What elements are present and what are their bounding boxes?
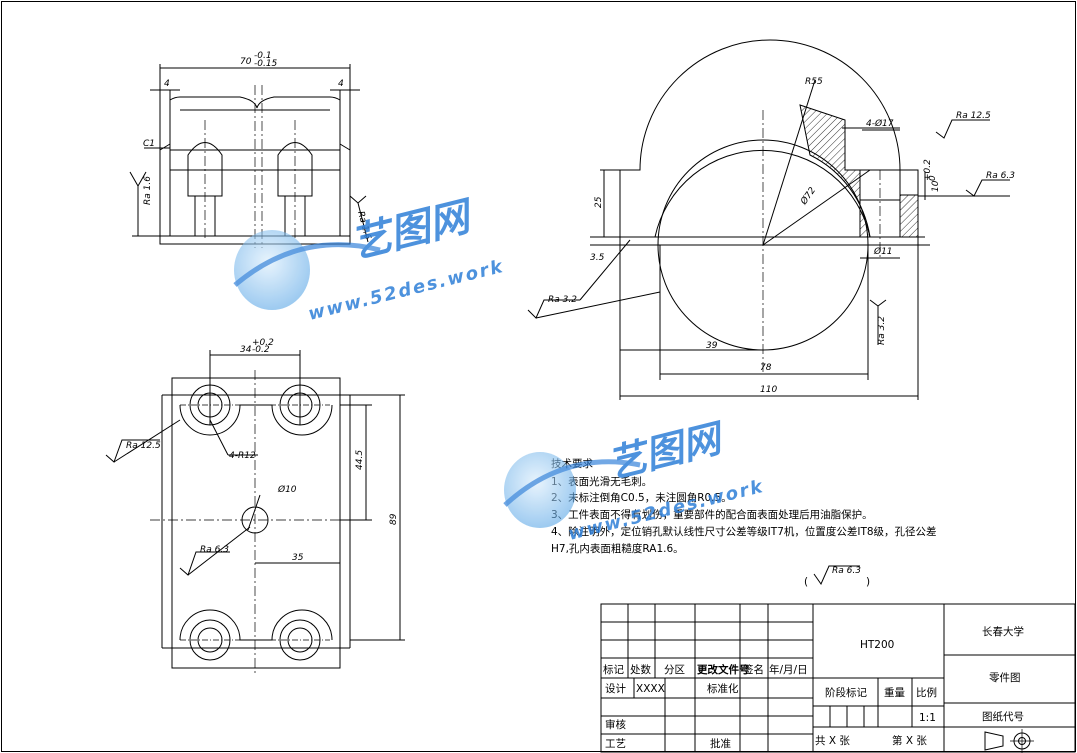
dim-overall-width-tol-upper: -0.1 (254, 51, 272, 61)
top-view (105, 350, 405, 675)
roughness-bottom-left: Ra 3.2 (548, 295, 577, 305)
general-roughness-symbol (813, 565, 860, 586)
roughness-top-left: Ra 12.5 (126, 441, 161, 451)
title-designer: XXXX (636, 683, 665, 695)
dim-110: 110 (760, 385, 777, 395)
roughness-bottom-right: Ra 3.2 (877, 316, 887, 345)
dim-center-hole: Ø10 (277, 484, 297, 495)
general-roughness-value: Ra 6.3 (832, 566, 861, 576)
title-drawing-no-label: 图纸代号 (982, 710, 1024, 723)
svg-text:艺图网: 艺图网 (604, 415, 730, 486)
title-standardize: 标准化 (707, 682, 739, 695)
dim-depth-10: 10 (931, 180, 941, 192)
title-design: 设计 (605, 682, 626, 695)
front-view (129, 64, 369, 248)
title-sheet-no: 第 X 张 (892, 734, 927, 747)
dim-depth-10-tol-upper: +0.2 (923, 159, 933, 181)
title-scale-label: 比例 (916, 686, 937, 699)
roughness-center: Ra 6.3 (200, 545, 229, 555)
title-review: 审核 (605, 718, 626, 731)
dim-height-25: 25 (594, 196, 604, 208)
title-change-doc: 更改文件号 (697, 663, 750, 676)
svg-text:www.52des.work: www.52des.work (306, 256, 506, 325)
dim-hole-spacing: 34 (240, 345, 252, 355)
dim-edge-left: 4 (164, 79, 170, 89)
title-mark: 标记 (603, 664, 624, 676)
title-process: 工艺 (605, 738, 626, 750)
dim-radius: R55 (805, 77, 823, 87)
general-roughness-open-paren: ( (804, 576, 808, 588)
roughness-top-right: Ra 12.5 (956, 111, 991, 121)
title-drawing-type: 零件图 (989, 672, 1021, 684)
dim-hole-spacing-tol-lower: -0.2 (252, 345, 270, 355)
dim-chamfer: C1 (143, 139, 155, 149)
dim-step-3-5: 3.5 (590, 253, 605, 263)
title-scale: 1:1 (919, 712, 936, 724)
dim-89: 89 (389, 513, 399, 525)
title-weight: 重量 (884, 686, 905, 699)
general-roughness-close-paren: ) (866, 576, 870, 588)
dim-35: 35 (292, 553, 304, 563)
title-zone: 分区 (664, 664, 685, 676)
watermark-1: 艺图网 www.52des.work (233, 193, 506, 325)
notes-line-3: 3、工件表面不得有划伤，重要部件的配合面表面处理后用油脂保护。 (551, 508, 873, 521)
dim-hole-spacing-tol-upper: +0.2 (252, 338, 274, 348)
title-stage-mark: 阶段标记 (825, 686, 867, 699)
dim-44-5: 44.5 (355, 450, 365, 470)
notes-line-4a: 4、除注明外，定位销孔默认线性尺寸公差等级IT7机，位置度公差IT8级，孔径公差 (551, 525, 937, 538)
projection-symbol (984, 731, 1004, 751)
notes-line-2: 2、未标注倒角C0.5，未注圆角R0.5。 (551, 491, 732, 504)
title-block (600, 603, 1076, 753)
dim-depth-10-tol-lower: 0 (928, 175, 938, 181)
dim-corner-radius: 4-R12 (229, 451, 256, 461)
title-sheets: 共 X 张 (815, 735, 850, 747)
dim-overall-width: 70 (240, 57, 252, 67)
title-count: 处数 (630, 663, 651, 676)
dim-small-hole: Ø11 (873, 246, 893, 257)
svg-text:艺图网: 艺图网 (346, 193, 479, 268)
side-view (527, 39, 1010, 400)
notes-line-1: 1、表面光滑无毛刺。 (551, 475, 652, 488)
dim-edge-right: 4 (338, 79, 344, 89)
title-date: 年/月/日 (769, 663, 808, 676)
dim-78: 78 (760, 363, 772, 373)
roughness-side-right: Ra 6.3 (986, 171, 1015, 181)
title-school: 长春大学 (982, 625, 1024, 638)
dim-holes-diameter: 4-Ø17 (866, 118, 894, 129)
title-approve: 批准 (710, 737, 731, 750)
dim-39: 39 (706, 341, 718, 351)
title-signature: 签名 (743, 663, 764, 676)
dim-overall-width-tol-lower: -0.15 (254, 59, 278, 69)
title-material: HT200 (860, 639, 894, 651)
notes-line-4b: H7,孔内表面粗糙度RA1.6。 (551, 542, 684, 555)
roughness-left-front: Ra 1.6 (143, 176, 153, 205)
